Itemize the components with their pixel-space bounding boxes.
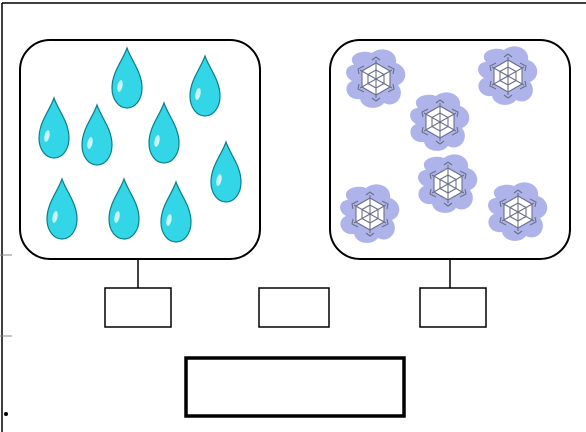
left-count-box[interactable]: [104, 287, 172, 328]
result-box[interactable]: [184, 356, 406, 418]
right-count-box[interactable]: [419, 287, 487, 328]
bullet-dot: [4, 412, 8, 416]
comparison-sign-box[interactable]: [258, 287, 330, 328]
